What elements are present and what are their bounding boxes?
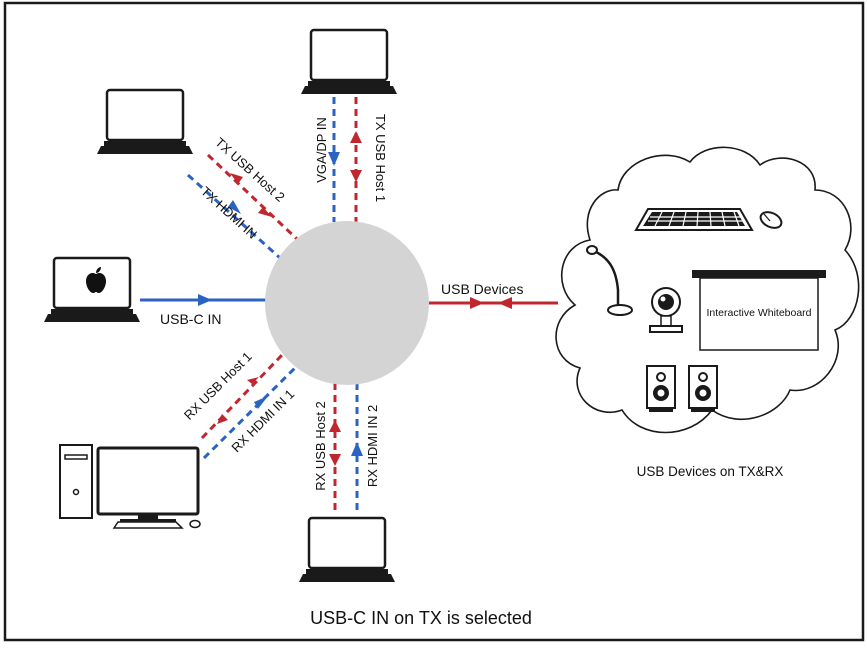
cloud-caption: USB Devices on TX&RX: [637, 464, 784, 479]
speaker-icon: [688, 365, 718, 413]
footer-caption: USB-C IN on TX is selected: [310, 608, 532, 628]
usb-c-in-line: [140, 294, 268, 306]
vga-dp-in-line: [328, 97, 340, 222]
laptop-icon: [95, 88, 195, 156]
tx-usb-host-1-line: [350, 97, 362, 222]
whiteboard-label: Interactive Whiteboard: [706, 307, 811, 319]
rx-hdmi-in-2-label: RX HDMI IN 2: [365, 405, 380, 487]
rx-usb-host-2-label: RX USB Host 2: [313, 401, 328, 491]
usb-c-in-label: USB-C IN: [160, 311, 221, 327]
mouse-icon: [759, 211, 783, 229]
apple-logo-icon: [86, 267, 106, 293]
speaker-icon: [646, 365, 676, 413]
tx-hdmi-in-line: [186, 173, 282, 260]
rx-hdmi-in-2-line: [351, 383, 363, 515]
interactive-whiteboard: Interactive Whiteboard: [692, 270, 826, 351]
microphone-icon: [586, 245, 633, 316]
usb-devices-label: USB Devices: [441, 281, 523, 297]
rx-usb-host-1-line: [200, 353, 284, 440]
tx-usb-host-1-label: TX USB Host 1: [373, 114, 388, 202]
switch-hub: [265, 221, 429, 385]
desktop-pc-icon: [59, 444, 201, 529]
rx-usb-host-2-line: [329, 383, 341, 515]
rx-hdmi-in-1-line: [202, 363, 300, 460]
vga-dp-in-label: VGA/DP IN: [314, 117, 329, 183]
webcam-icon: [649, 287, 683, 333]
usb-devices-line: [428, 297, 558, 309]
laptop-icon: [297, 516, 397, 584]
keyboard-icon: [634, 208, 754, 231]
tx-usb-host-2-line: [206, 153, 300, 242]
laptop-icon: [299, 28, 399, 96]
